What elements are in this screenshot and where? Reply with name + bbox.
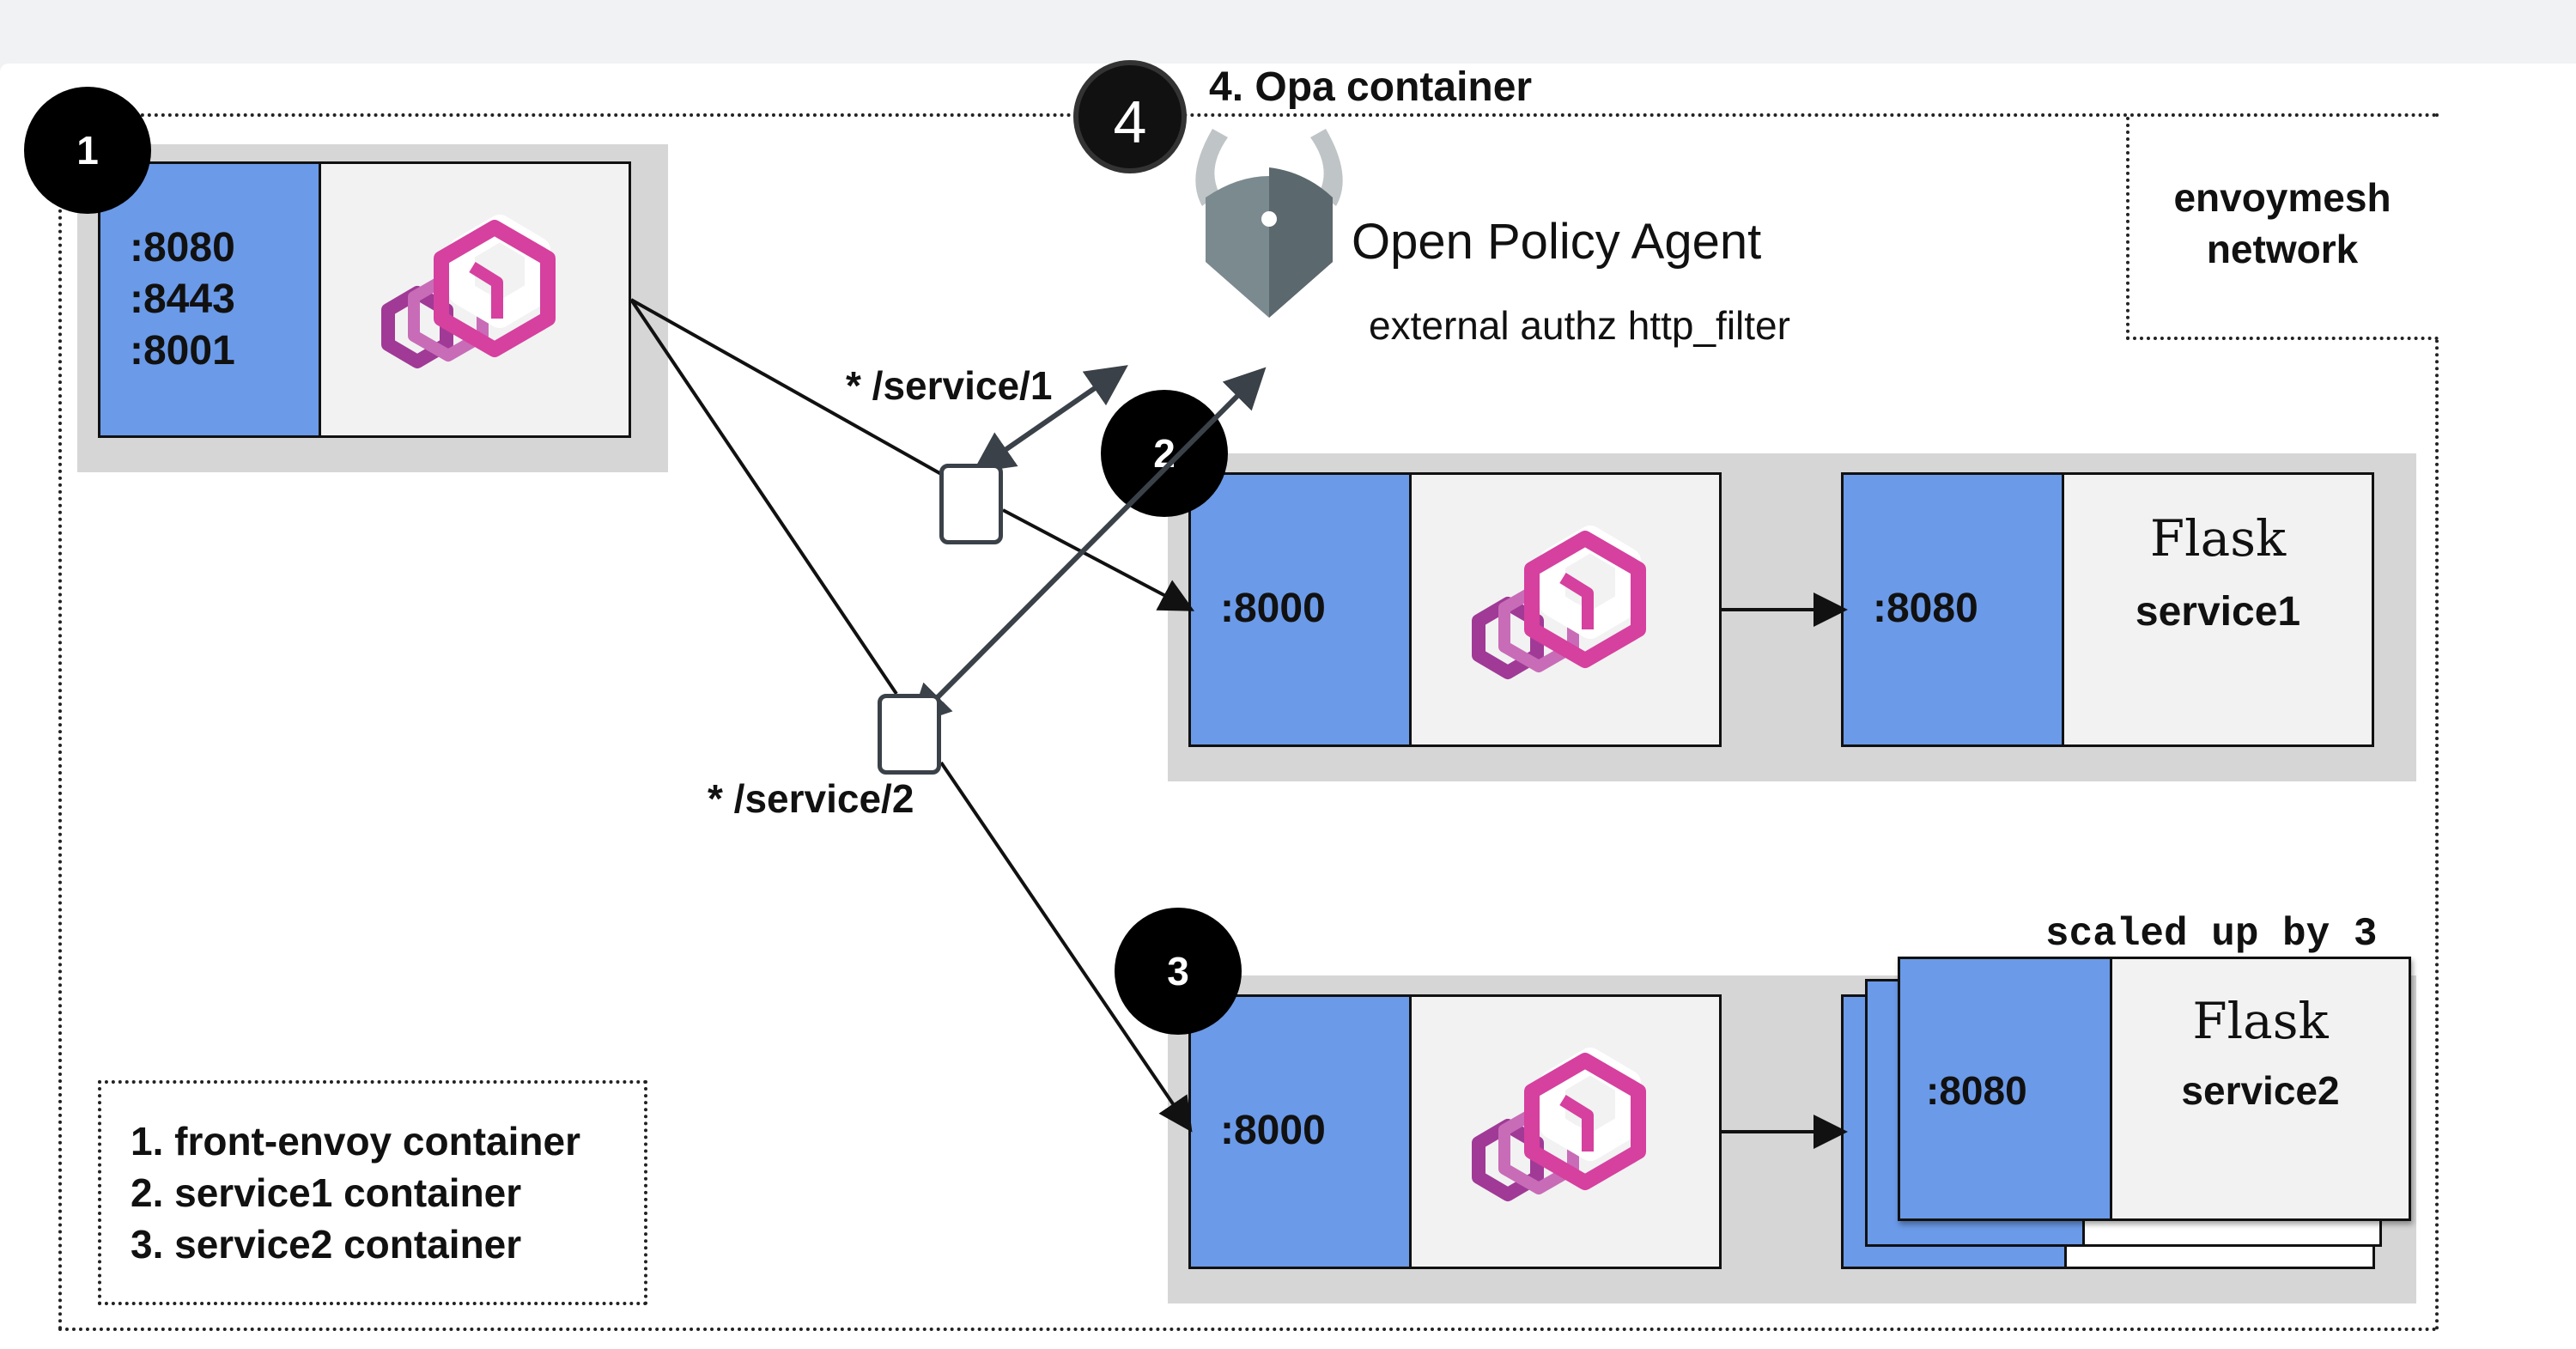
front-envoy-ports: :8080 :8443 :8001 [98, 161, 321, 438]
service1-envoy-panel [1409, 472, 1722, 747]
legend-item: 2. service1 container [131, 1170, 522, 1215]
envoymesh-network-border [58, 113, 2439, 1331]
service2-badge: 3 [1115, 908, 1242, 1035]
network-label: envoymesh network [2173, 175, 2391, 271]
front-envoy-port-list: :8080 :8443 :8001 [130, 225, 235, 374]
service2-envoy-port: :8000 [1188, 994, 1412, 1269]
route-label-service2: * /service/2 [708, 776, 914, 821]
service2-route-filter [878, 694, 941, 775]
service2-envoy-port-label: :8000 [1220, 1108, 1326, 1153]
service2-replica-front: :8080 Flask service2 [1898, 957, 2411, 1221]
front-envoy-badge: 1 [24, 87, 151, 214]
service1-envoy-port-label: :8000 [1220, 586, 1326, 631]
service1-app-port: :8080 [1841, 472, 2064, 747]
service1-envoy-port: :8000 [1188, 472, 1412, 747]
opa-badge: 4 [1073, 60, 1187, 173]
front-envoy-panel [319, 161, 631, 438]
legend-box: 1. front-envoy container 2. service1 con… [98, 1080, 647, 1305]
route-label-service1: * /service/1 [846, 363, 1053, 408]
opa-container-title: 4. Opa container [1204, 64, 1538, 111]
service2-envoy-logo [1472, 1048, 1646, 1201]
service1-app-panel: Flask service1 [2062, 472, 2374, 747]
service1-app-port-label: :8080 [1873, 586, 1978, 631]
service1-envoy-logo [1472, 526, 1646, 679]
service1-badge: 2 [1101, 390, 1228, 517]
service1-route-filter [939, 464, 1003, 544]
service2-app-port-label: :8080 [1926, 1068, 2027, 1113]
legend-item: 3. service2 container [131, 1222, 522, 1267]
opa-subtitle: external authz http_filter [1369, 303, 1790, 348]
scale-note: scaled up by 3 [2045, 912, 2378, 957]
opa-name: Open Policy Agent [1352, 214, 1762, 270]
network-label-box [2126, 117, 2439, 340]
service2-framework: Flask [2192, 992, 2329, 1050]
front-envoy-logo [381, 215, 556, 368]
service2-name: service2 [2181, 1068, 2340, 1113]
service2-envoy-panel [1409, 994, 1722, 1269]
service1-framework: Flask [2149, 509, 2287, 568]
legend-item: 1. front-envoy container [131, 1119, 580, 1164]
service1-name: service1 [2135, 589, 2301, 635]
service2-app-port: :8080 [1898, 957, 2112, 1221]
